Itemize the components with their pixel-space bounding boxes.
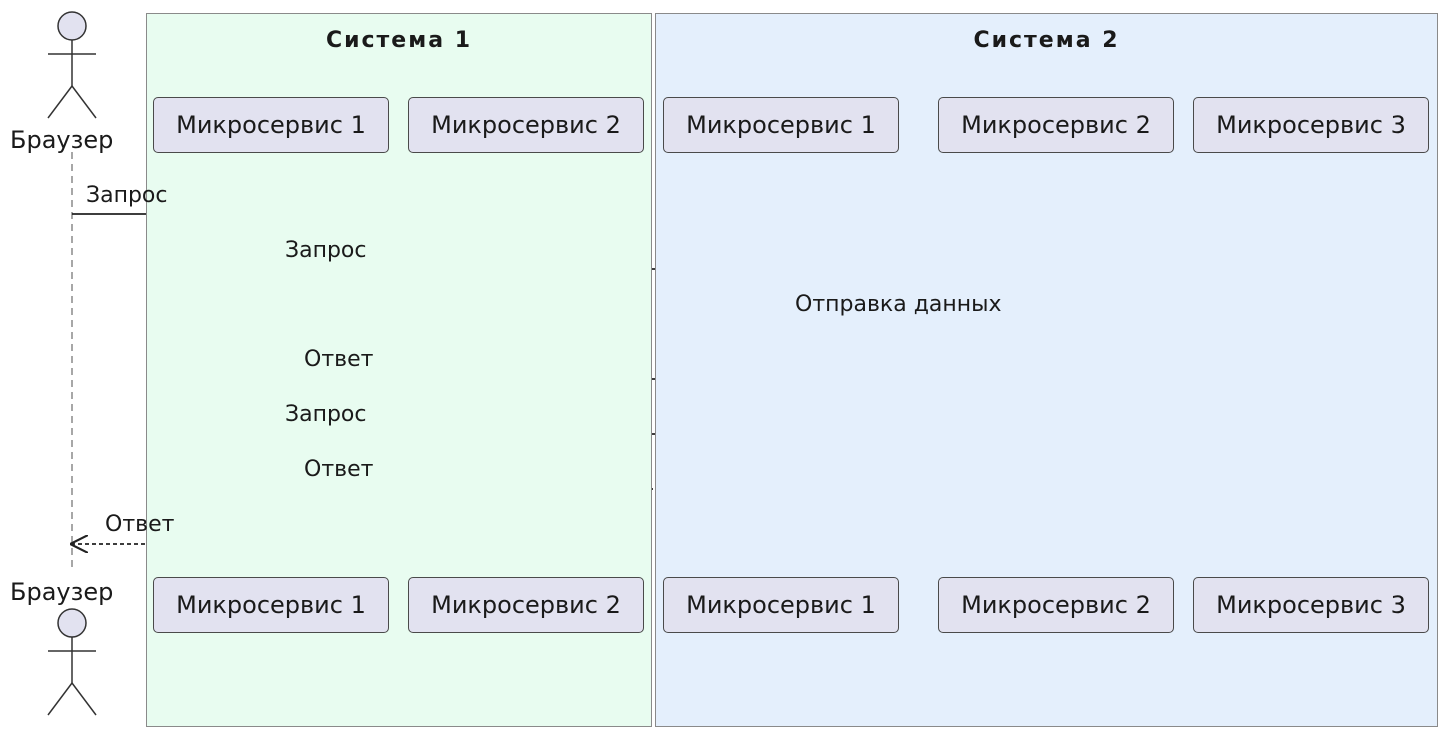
- message-label: Ответ: [105, 512, 175, 537]
- actor-top-left-leg: [47, 85, 73, 119]
- actor-label-top: Браузер: [10, 126, 114, 154]
- message-label: Запрос: [86, 183, 168, 208]
- participant-s2-ms1-top: Микросервис 1: [663, 97, 899, 153]
- group-title: Система 1: [325, 28, 473, 53]
- message-label: Ответ: [304, 457, 374, 482]
- message-label: Запрос: [285, 238, 367, 263]
- actor-top-head: [57, 11, 87, 41]
- participant-s1-ms2-bottom: Микросервис 2: [408, 577, 644, 633]
- message-label: Ответ: [304, 347, 374, 372]
- participant-s2-ms3-top: Микросервис 3: [1193, 97, 1429, 153]
- message-label: Отправка данных: [795, 292, 1002, 317]
- actor-label-bottom: Браузер: [10, 578, 114, 606]
- actor-bottom-left-leg: [47, 682, 73, 716]
- participant-s2-ms1-bottom: Микросервис 1: [663, 577, 899, 633]
- actor-bottom-head: [57, 608, 87, 638]
- participant-s2-ms2-top: Микросервис 2: [938, 97, 1174, 153]
- participant-s2-ms3-bottom: Микросервис 3: [1193, 577, 1429, 633]
- participant-s2-ms2-bottom: Микросервис 2: [938, 577, 1174, 633]
- participant-s1-ms1-top: Микросервис 1: [153, 97, 389, 153]
- group-title: Система 2: [973, 28, 1120, 53]
- participant-s1-ms1-bottom: Микросервис 1: [153, 577, 389, 633]
- actor-top-right-leg: [71, 85, 97, 119]
- participant-s1-ms2-top: Микросервис 2: [408, 97, 644, 153]
- message-label: Запрос: [285, 402, 367, 427]
- actor-bottom-right-leg: [71, 682, 97, 716]
